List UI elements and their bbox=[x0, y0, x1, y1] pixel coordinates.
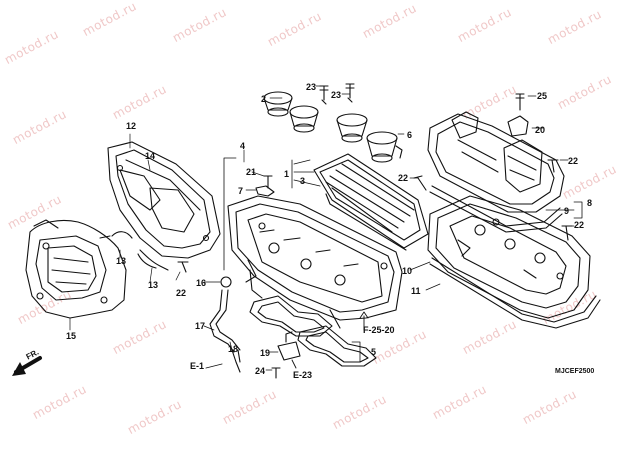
diagram-code: MJCEF2500 bbox=[555, 368, 595, 375]
callout-3: 3 bbox=[300, 176, 306, 186]
part-16-plug bbox=[220, 276, 232, 288]
part-13-clip bbox=[111, 231, 133, 239]
reference-e23: E-23 bbox=[293, 370, 313, 380]
callout-5: 5 bbox=[371, 347, 377, 357]
callout-13: 13 bbox=[148, 280, 159, 290]
callout-9: 9 bbox=[564, 206, 570, 216]
callout-6: 6 bbox=[407, 130, 413, 140]
part-15-air-duct bbox=[25, 219, 127, 319]
reference-f25-20: F-25-20 bbox=[363, 325, 395, 335]
part-3-air-filter bbox=[313, 153, 429, 251]
callout-19: 19 bbox=[260, 348, 271, 358]
callout-22: 22 bbox=[176, 288, 187, 298]
reference-e1: E-1 bbox=[190, 361, 205, 371]
callout-4: 4 bbox=[240, 141, 246, 151]
part-17-tube bbox=[209, 289, 235, 353]
callout-15: 15 bbox=[66, 331, 77, 341]
callout-12: 12 bbox=[126, 121, 137, 131]
part-19-sensor bbox=[277, 341, 301, 361]
callout-17: 17 bbox=[195, 321, 206, 331]
part-2-funnel bbox=[263, 91, 319, 133]
callout-8: 8 bbox=[587, 198, 593, 208]
callout-25: 25 bbox=[537, 91, 548, 101]
front-arrow bbox=[12, 356, 42, 376]
callout-16: 16 bbox=[196, 278, 207, 288]
callout-1: 1 bbox=[284, 169, 290, 179]
callout-22: 22 bbox=[574, 220, 585, 230]
callout-7: 7 bbox=[238, 186, 244, 196]
part-20-sensor bbox=[507, 115, 529, 137]
callout-20: 20 bbox=[535, 125, 546, 135]
callout-10: 10 bbox=[402, 266, 413, 276]
callout-23: 23 bbox=[306, 82, 317, 92]
part-5-gasket bbox=[249, 295, 333, 337]
part-6-funnel bbox=[336, 113, 403, 163]
callout-24: 24 bbox=[255, 366, 266, 376]
part-4-air-box bbox=[227, 195, 403, 329]
part-10-lower-case bbox=[427, 195, 601, 329]
callout-23: 23 bbox=[331, 90, 342, 100]
callout-14: 14 bbox=[145, 151, 156, 161]
callout-18: 18 bbox=[228, 344, 239, 354]
part-8-cover bbox=[427, 111, 565, 233]
callout-2: 2 bbox=[261, 94, 267, 104]
callout-11: 11 bbox=[411, 286, 421, 296]
callout-22: 22 bbox=[398, 173, 409, 183]
part-12-intake-frame bbox=[107, 141, 221, 259]
callout-22: 22 bbox=[568, 156, 579, 166]
callout-21: 21 bbox=[246, 167, 257, 177]
callout-13: 13 bbox=[116, 256, 127, 266]
part-13-clip bbox=[139, 249, 169, 271]
